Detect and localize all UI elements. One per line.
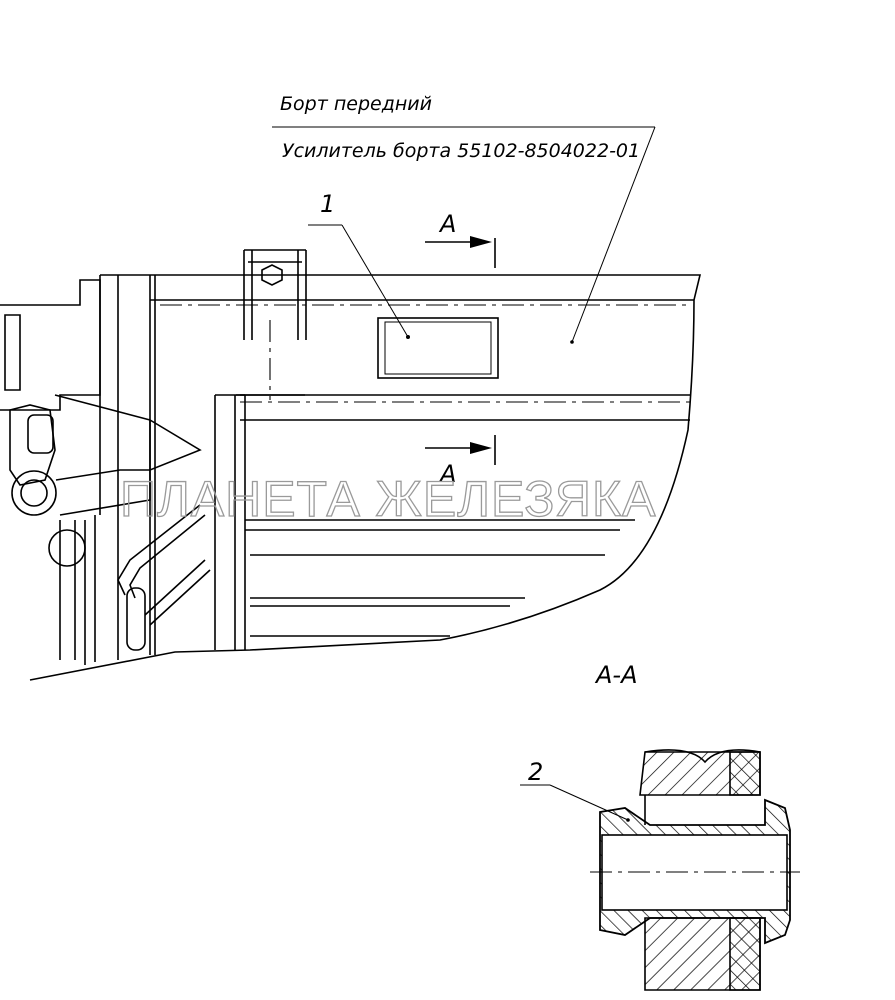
hook bbox=[117, 504, 206, 599]
label-reinforcement: Усилитель борта 55102-8504022-01 bbox=[282, 140, 640, 162]
leader-line-reinforcement bbox=[571, 126, 656, 343]
board-outline bbox=[29, 274, 702, 681]
leader-dot-reinforcement bbox=[570, 340, 574, 344]
hinge-pin bbox=[27, 414, 54, 454]
hinge-eye bbox=[11, 470, 57, 516]
hinge-line bbox=[54, 394, 151, 421]
section-title: А-А bbox=[594, 661, 638, 689]
reinforcement-plate bbox=[377, 317, 499, 379]
bolt-head bbox=[261, 264, 283, 286]
reinforcement-plate-inner bbox=[384, 321, 492, 375]
rod-ball bbox=[48, 529, 86, 567]
clip bbox=[126, 587, 146, 651]
label-front-side: Борт передний bbox=[280, 93, 432, 115]
section-upper-break bbox=[644, 749, 761, 764]
hinge-eye-inner bbox=[20, 479, 48, 507]
section-upper-reinforcement bbox=[729, 751, 761, 796]
top-bracket bbox=[243, 249, 307, 340]
hinge-block bbox=[0, 279, 101, 411]
section-arrowhead-top bbox=[470, 236, 492, 248]
main-view bbox=[0, 236, 702, 681]
hinge-knuckle bbox=[4, 314, 21, 391]
callout-1: 1 bbox=[320, 190, 335, 218]
callout-2: 2 bbox=[528, 758, 543, 786]
leader-line-1 bbox=[341, 224, 409, 338]
section-view bbox=[520, 749, 800, 991]
latch-wedge bbox=[149, 418, 202, 472]
section-lower-reinforcement bbox=[729, 917, 761, 991]
watermark: ПЛАНЕТА ЖЕЛЕЗЯКА bbox=[120, 471, 656, 527]
section-mark-bottom: А bbox=[438, 460, 456, 488]
annotations: Борт передний Усилитель борта 55102-8504… bbox=[272, 93, 656, 786]
leader-line-2 bbox=[549, 784, 629, 821]
hinge-arm bbox=[55, 469, 151, 516]
hook-2 bbox=[144, 559, 211, 626]
section-mark-top: А bbox=[438, 210, 456, 238]
leader-dot-2 bbox=[626, 818, 630, 822]
section-arrowhead-bottom bbox=[470, 442, 492, 454]
hinge-lever bbox=[9, 404, 56, 486]
